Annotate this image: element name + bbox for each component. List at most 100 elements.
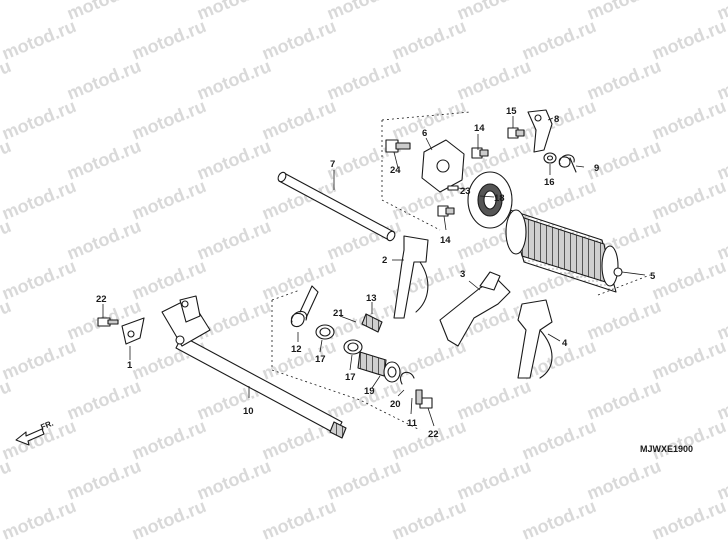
diagram-code: MJWXE1900 [640, 444, 693, 454]
watermark-text: motod.ru [584, 376, 664, 424]
callout-label: 21 [333, 308, 344, 319]
washer-17b [343, 339, 363, 355]
watermark-text: motod.ru [0, 56, 14, 104]
callout-label: 17 [315, 354, 326, 365]
watermark-text: motod.ru [324, 456, 404, 504]
callout-label: 7 [330, 159, 335, 170]
bolt-22-right [415, 389, 433, 409]
watermark-text: motod.ru [64, 0, 144, 24]
watermark-text: motod.ru [584, 456, 664, 504]
callout-label: 14 [474, 123, 485, 134]
watermark-text: motod.ru [0, 496, 79, 544]
callout-label: 8 [554, 114, 559, 125]
watermark-text: motod.ru [0, 176, 79, 224]
callout-label: 15 [506, 106, 517, 117]
leader-lines [102, 116, 646, 427]
pin-23 [447, 185, 459, 191]
watermark-text: motod.ru [584, 296, 664, 344]
watermark-text: motod.ru [64, 56, 144, 104]
washer-16 [543, 152, 557, 164]
watermark-text: motod.ru [194, 296, 274, 344]
watermark-text: motod.ru [649, 96, 728, 144]
watermark-text: motod.ru [649, 496, 728, 544]
watermark-text: motod.ru [64, 216, 144, 264]
bearing-18 [467, 171, 513, 229]
watermark-text: motod.ru [129, 96, 209, 144]
watermark-text: motod.ru [64, 376, 144, 424]
watermark-text: motod.ru [519, 496, 599, 544]
bolt-14-upper [471, 147, 489, 159]
watermark-text: motod.ru [194, 0, 274, 24]
watermark-text: motod.ru [194, 456, 274, 504]
bolt-15 [507, 127, 525, 139]
watermark-text: motod.ru [519, 16, 599, 64]
watermark-text: motod.ru [259, 256, 339, 304]
spring-12 [290, 285, 319, 328]
stopper-arm-8 [527, 109, 553, 153]
callout-label: 16 [544, 177, 555, 188]
watermark-text: motod.ru [454, 376, 534, 424]
assembly-outline-spindle [271, 289, 421, 431]
watermark-text: motod.ru [324, 0, 404, 24]
watermark-text: motod.ru [129, 496, 209, 544]
watermark-text: motod.ru [0, 16, 79, 64]
callout-label: 20 [390, 399, 401, 410]
watermark-text: motod.ru [259, 96, 339, 144]
watermark-text: motod.ru [0, 336, 79, 384]
callout-label: 6 [422, 128, 427, 139]
plate-1 [121, 317, 145, 345]
shift-fork-4 [517, 299, 553, 379]
watermark-text: motod.ru [389, 16, 469, 64]
watermark-text: motod.ru [0, 96, 79, 144]
callout-label: 2 [382, 255, 387, 266]
watermark-text: motod.ru [584, 56, 664, 104]
bolt-22-left [97, 317, 119, 327]
callout-label: 1 [127, 360, 133, 371]
circlip-20 [400, 371, 415, 385]
callout-label: 22 [96, 294, 107, 305]
watermark-text: motod.ru [389, 96, 469, 144]
watermark-text: motod.ru [259, 16, 339, 64]
watermark-text: motod.ru [0, 456, 14, 504]
watermark-text: motod.ru [454, 456, 534, 504]
watermark-text: motod.ru [194, 216, 274, 264]
watermark-text: motod.ru [259, 496, 339, 544]
watermark-text: motod.ru [0, 0, 14, 24]
callout-label: 10 [243, 406, 254, 417]
callout-label: 19 [364, 386, 375, 397]
drum-center-6 [421, 139, 465, 193]
spring-9 [558, 154, 577, 173]
watermark-text: motod.ru [0, 216, 14, 264]
watermark-text: motod.ru [324, 56, 404, 104]
watermark-text: motod.ru [649, 256, 728, 304]
callout-label: 24 [390, 165, 401, 176]
watermark-text: motod.ru [584, 0, 664, 24]
watermark-text: motod.ru [129, 256, 209, 304]
callout-label: 4 [562, 338, 568, 349]
watermark-text: motod.ru [129, 416, 209, 464]
shift-fork-2 [393, 235, 429, 319]
callout-label: 9 [594, 163, 599, 174]
collar-13-21 [361, 313, 383, 333]
watermark-text: motod.ru [194, 56, 274, 104]
bearing-19 [357, 351, 401, 383]
callout-label: 5 [650, 271, 656, 282]
front-label: FR. [39, 419, 54, 432]
watermark-text: motod.ru [454, 56, 534, 104]
callout-label: 17 [345, 372, 356, 383]
assembly-outline-drum [381, 111, 651, 296]
watermark-text: motod.ru [0, 256, 79, 304]
watermark-text: motod.ru [64, 136, 144, 184]
watermark-text: motod.ru [64, 456, 144, 504]
gearshift-spindle [161, 295, 347, 439]
watermark-text: motod.ru [389, 496, 469, 544]
callout-label: 12 [291, 344, 302, 355]
watermark-text: motod.ru [649, 176, 728, 224]
callout-label: 11 [407, 418, 418, 429]
watermark-text: motod.ru [0, 296, 14, 344]
fork-shaft [277, 171, 396, 242]
callout-label: 13 [366, 293, 377, 304]
washer-17a [315, 324, 335, 340]
